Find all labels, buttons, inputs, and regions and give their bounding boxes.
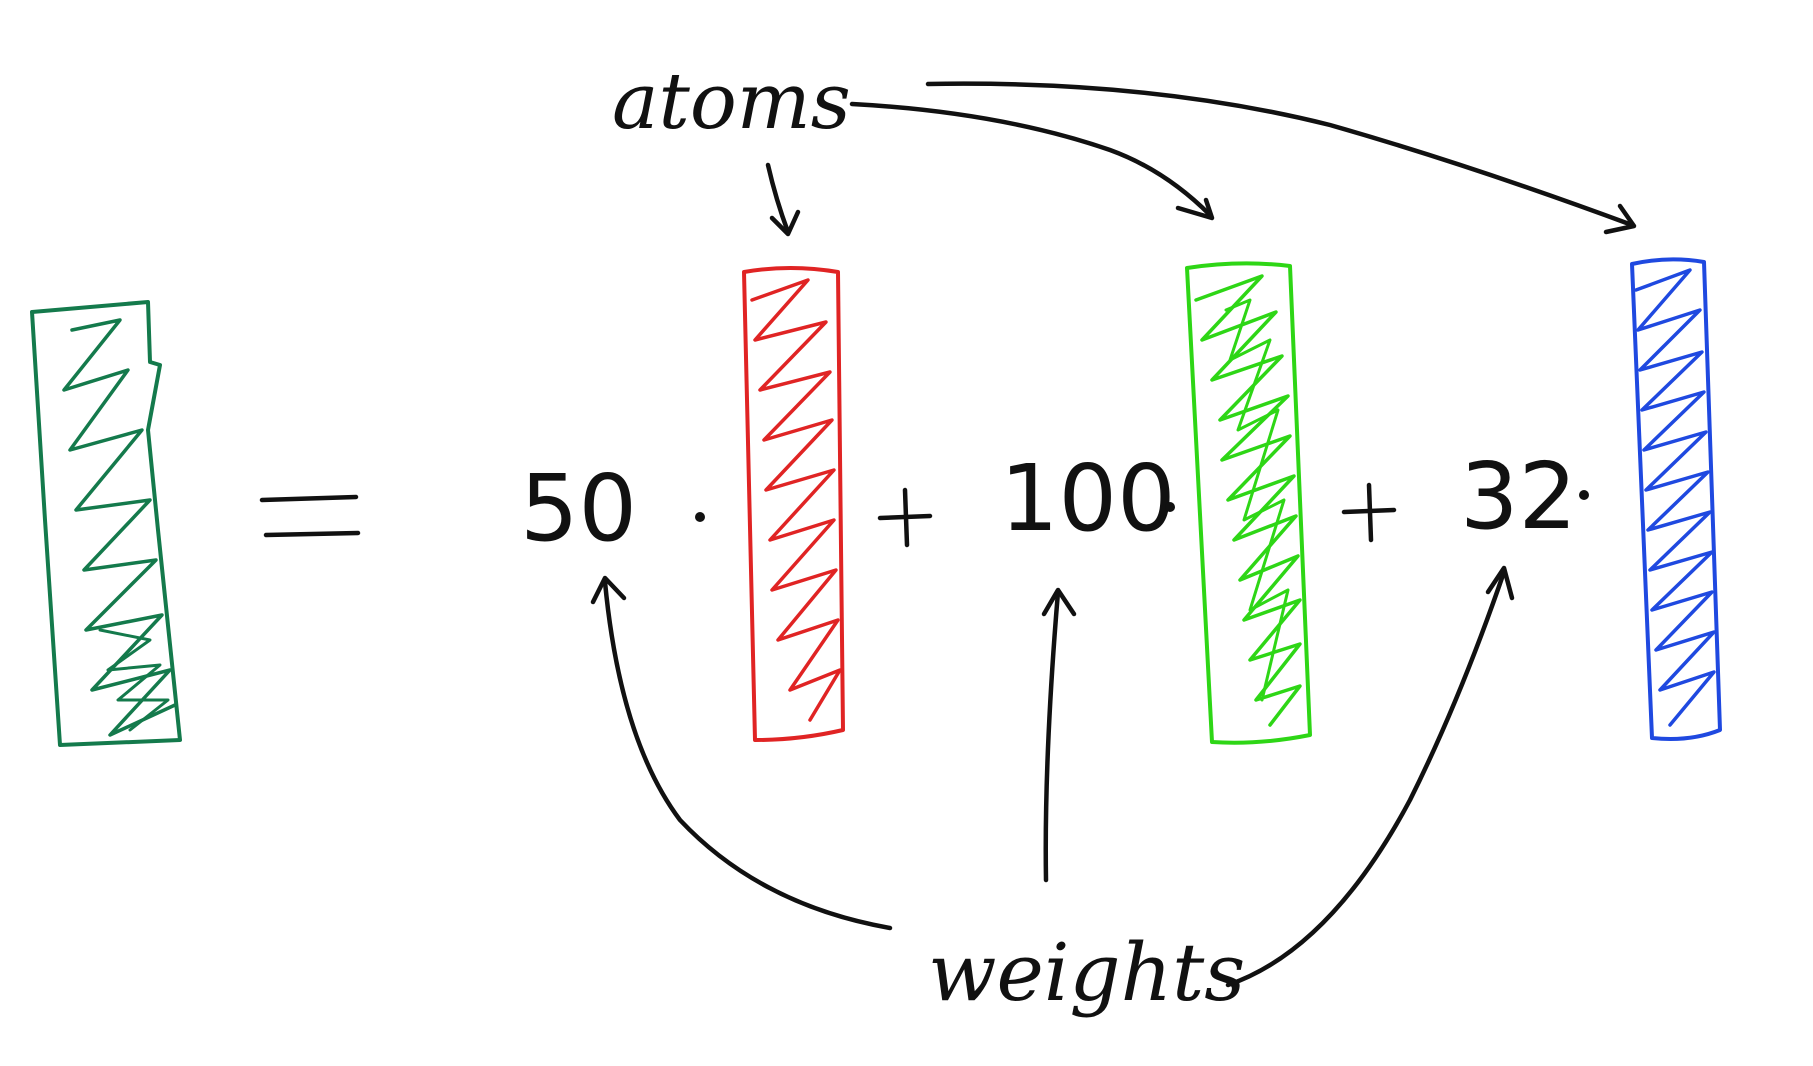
result-vector [30,300,182,747]
multiply-dot-2 [1165,502,1175,512]
plus-sign-1 [877,487,933,548]
atom-vector-green-outline [1185,261,1312,745]
atoms-label: atoms [612,57,851,147]
weight-value-2: 100 [1000,445,1176,552]
result-vector-scribble [62,318,177,737]
result-vector-outline [30,300,182,747]
multiply-dot-1 [695,512,705,522]
atom-vector-blue-outline [1630,257,1722,741]
atom-vector-blue [1630,257,1722,741]
weights-arrow-50 [590,575,893,931]
atom-vector-red [742,266,845,742]
weight-value-1: 50 [520,455,637,562]
atom-vector-green-scribble-2 [1224,298,1290,702]
equals-sign [259,494,361,538]
multiply-dot-3 [1579,490,1589,500]
result-vector-scribble-dense [98,628,170,732]
atoms-arrow-green [849,101,1215,221]
weights-label: weights [928,926,1245,1019]
weights-arrow-32 [1225,565,1515,988]
atoms-arrow-blue [925,81,1637,235]
atom-vector-green [1185,261,1312,745]
plus-sign-2 [1341,482,1397,543]
weights-arrow-100 [1041,587,1077,883]
atom-vector-red-scribble [750,278,842,722]
weight-value-3: 32 [1460,443,1577,550]
atom-vector-blue-scribble [1634,268,1716,727]
atom-vector-red-outline [742,266,845,742]
atoms-arrow-red [765,162,801,237]
